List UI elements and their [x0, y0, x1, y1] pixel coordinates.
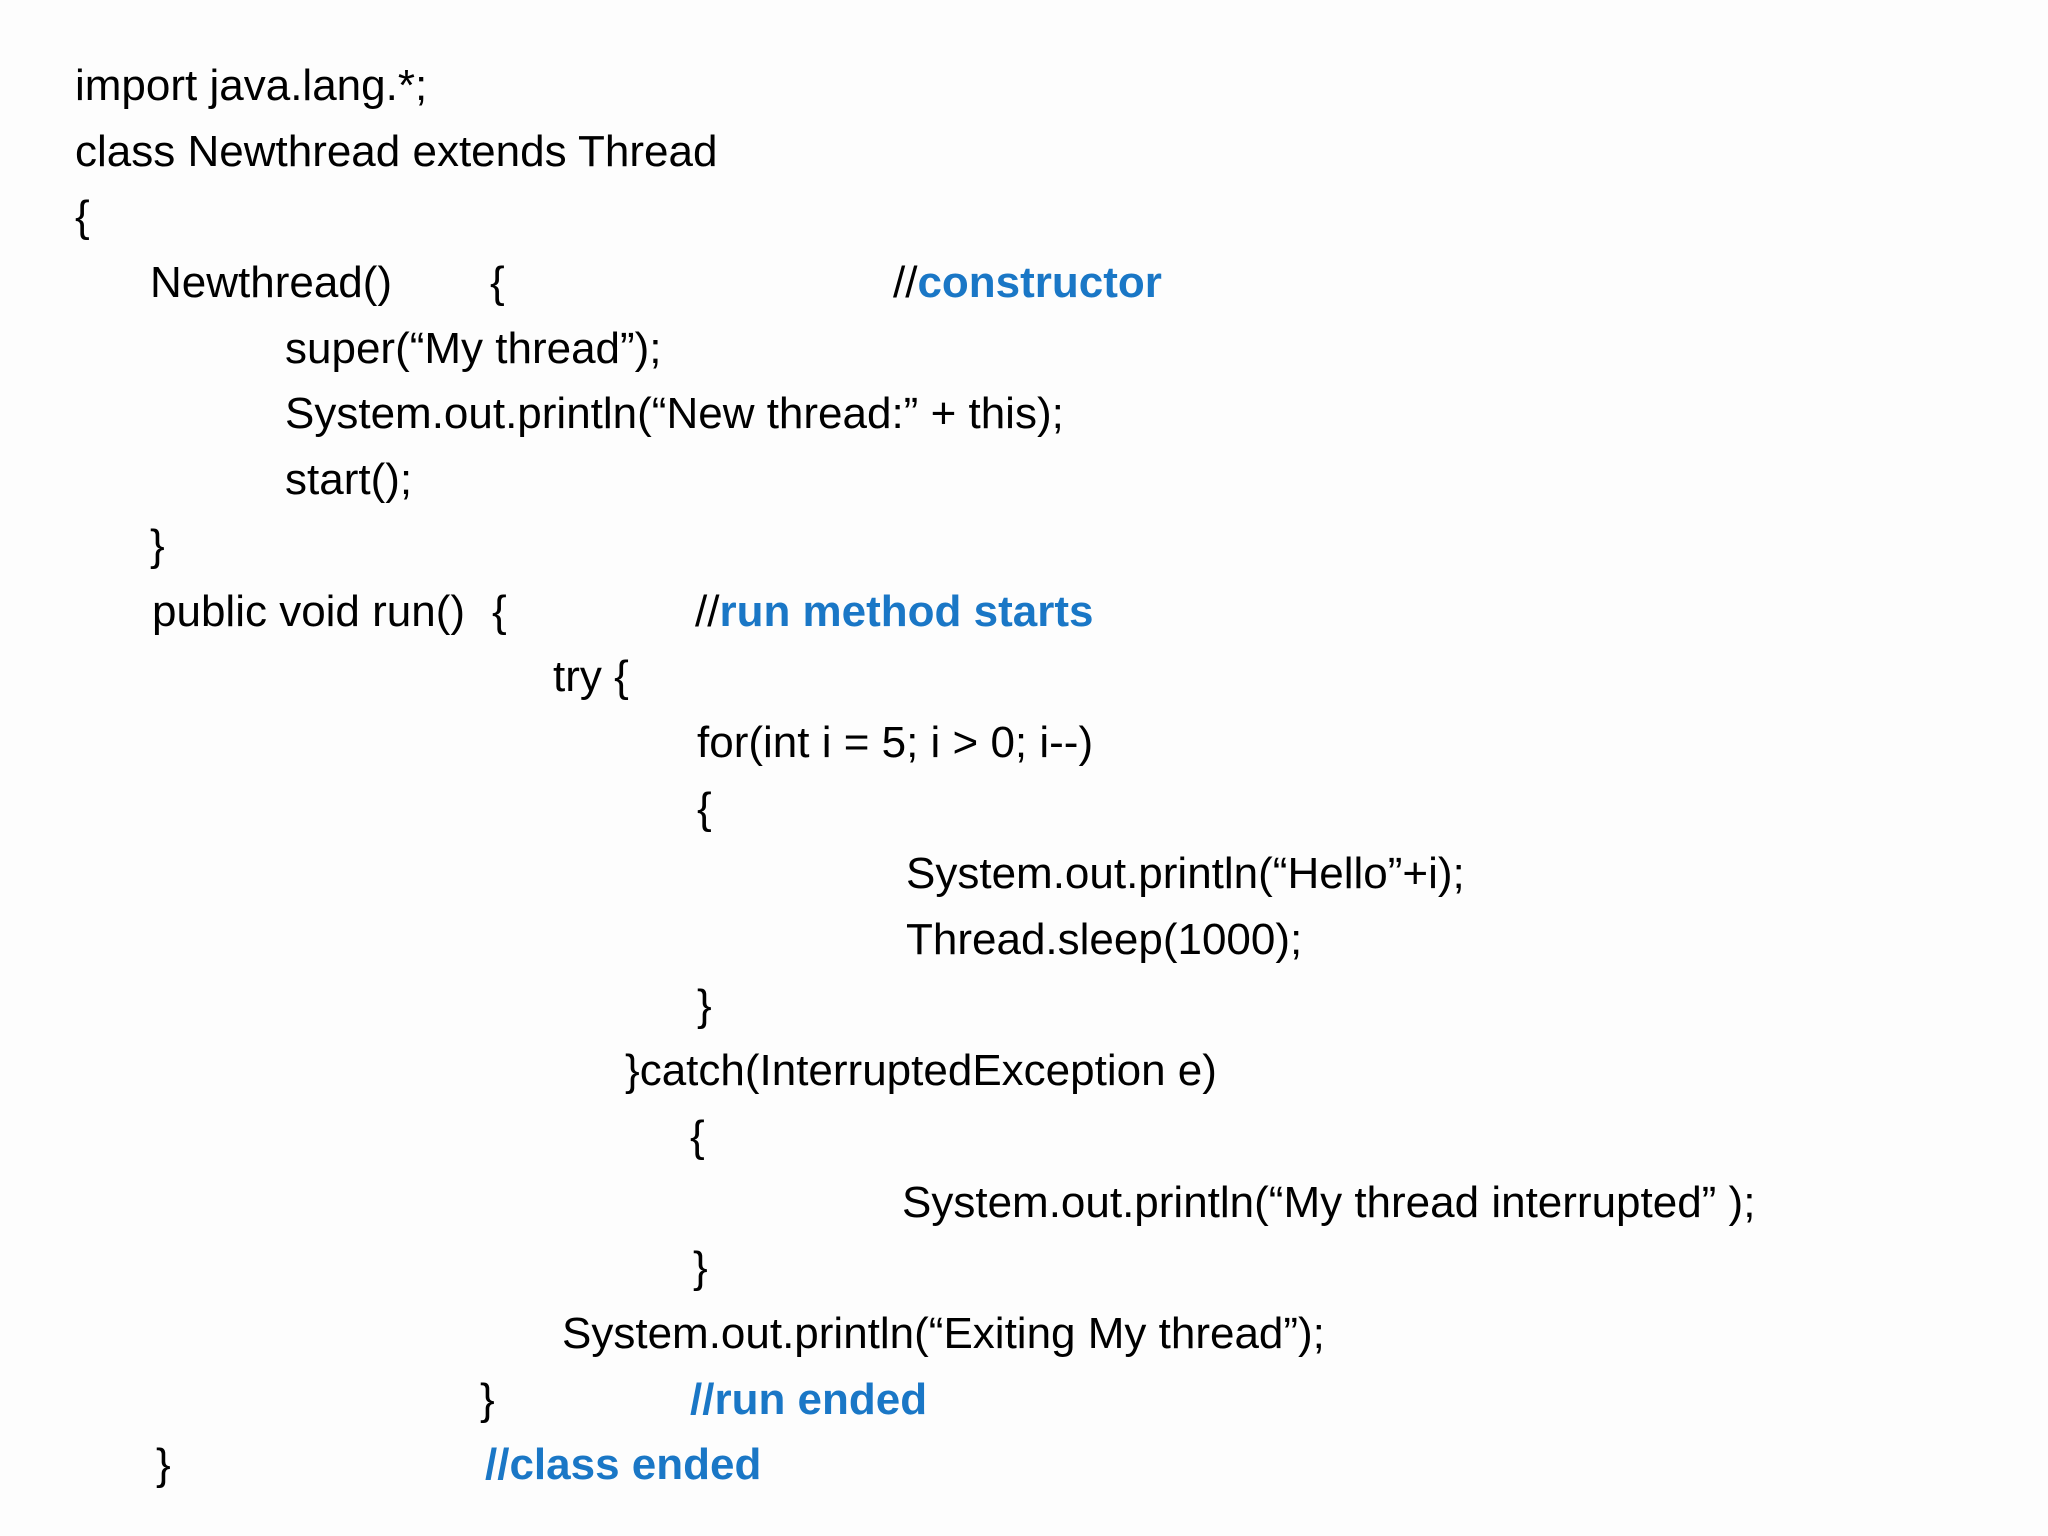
code-text: start(); — [285, 455, 413, 505]
code-segment: { — [75, 184, 90, 250]
code-text: System.out.println(“My thread interrupte… — [902, 1177, 1756, 1227]
code-comment: //class ended — [485, 1440, 762, 1490]
code-line: { — [0, 184, 2048, 250]
code-text: } — [156, 1440, 171, 1490]
code-line: import java.lang.*; — [0, 53, 2048, 119]
code-text: Thread.sleep(1000); — [906, 914, 1303, 964]
code-line: }catch(InterruptedException e) — [0, 1038, 2048, 1104]
code-segment: System.out.println(“Hello”+i); — [906, 841, 1465, 907]
code-line: class Newthread extends Thread — [0, 119, 2048, 185]
code-comment: constructor — [917, 258, 1162, 308]
code-segment: try { — [553, 644, 629, 710]
code-text: { — [690, 1112, 705, 1161]
code-segment: super(“My thread”); — [285, 316, 662, 382]
code-text: try { — [553, 652, 629, 702]
code-line: public void run() { //run method starts — [0, 579, 2048, 645]
code-line: for(int i = 5; i > 0; i--) — [0, 710, 2048, 776]
code-text: public void run() — [152, 586, 466, 636]
code-comment: //run ended — [690, 1374, 928, 1424]
code-text: System.out.println(“New thread:” + this)… — [285, 389, 1064, 439]
code-text: }catch(InterruptedException e) — [625, 1046, 1217, 1096]
code-line: System.out.println(“New thread:” + this)… — [0, 381, 2048, 447]
code-segment: } — [480, 1367, 495, 1433]
code-text: } — [150, 520, 165, 570]
code-segment: System.out.println(“New thread:” + this)… — [285, 381, 1064, 447]
code-comment: run method starts — [719, 586, 1094, 636]
code-line: System.out.println(“Hello”+i); — [0, 841, 2048, 907]
code-line: { — [0, 776, 2048, 842]
code-text: { — [490, 258, 505, 308]
code-segment: } — [150, 513, 165, 579]
code-segment: //run ended — [690, 1367, 927, 1433]
code-text: System.out.println(“Exiting My thread”); — [562, 1309, 1325, 1359]
code-segment: { — [492, 579, 507, 645]
code-text: { — [697, 783, 712, 833]
code-segment: //class ended — [485, 1432, 761, 1498]
code-segment: } — [156, 1432, 171, 1498]
code-segment: System.out.println(“My thread interrupte… — [902, 1170, 1755, 1236]
code-text: // — [893, 258, 918, 308]
code-line: } //run ended — [0, 1367, 2048, 1433]
code-text: System.out.println(“Hello”+i); — [906, 849, 1465, 899]
code-line: } — [0, 973, 2048, 1039]
code-line: super(“My thread”); — [0, 316, 2048, 382]
code-line: } — [0, 513, 2048, 579]
code-line: try { — [0, 644, 2048, 710]
code-text: { — [492, 586, 507, 636]
java-code-block: import java.lang.*; class Newthread exten… — [0, 53, 2048, 1498]
code-line: start(); — [0, 447, 2048, 513]
code-text: } — [693, 1243, 708, 1293]
code-segment: { — [690, 1104, 705, 1170]
code-line: Newthread() { //constructor — [0, 250, 2048, 316]
code-line: System.out.println(“Exiting My thread”); — [0, 1301, 2048, 1367]
code-text: Newthread() — [150, 258, 393, 308]
code-segment: //run method starts — [695, 579, 1094, 645]
code-line: { — [0, 1104, 2048, 1170]
code-text: super(“My thread”); — [285, 323, 662, 373]
code-segment: Newthread() — [150, 250, 392, 316]
code-line: System.out.println(“My thread interrupte… — [0, 1170, 2048, 1236]
code-segment: for(int i = 5; i > 0; i--) — [697, 710, 1093, 776]
code-segment: import java.lang.*; — [75, 53, 427, 119]
code-line: Thread.sleep(1000); — [0, 907, 2048, 973]
code-segment: { — [697, 776, 712, 842]
code-line: } — [0, 1235, 2048, 1301]
code-text: { — [75, 192, 90, 242]
code-segment: //constructor — [893, 250, 1162, 316]
code-text: for(int i = 5; i > 0; i--) — [697, 717, 1094, 767]
code-segment: }catch(InterruptedException e) — [625, 1038, 1217, 1104]
code-segment: } — [693, 1235, 708, 1301]
code-segment: } — [697, 973, 712, 1039]
code-line: } //class ended — [0, 1432, 2048, 1498]
code-segment: start(); — [285, 447, 412, 513]
code-text: // — [695, 586, 720, 636]
code-text: } — [697, 980, 712, 1030]
code-text: class Newthread extends Thread — [75, 126, 718, 176]
code-segment: Thread.sleep(1000); — [906, 907, 1302, 973]
code-segment: { — [490, 250, 505, 316]
code-segment: class Newthread extends Thread — [75, 119, 717, 185]
code-segment: System.out.println(“Exiting My thread”); — [562, 1301, 1325, 1367]
code-text: import java.lang.*; — [75, 61, 428, 110]
code-segment: public void run() — [152, 579, 465, 645]
code-text: } — [480, 1374, 495, 1424]
